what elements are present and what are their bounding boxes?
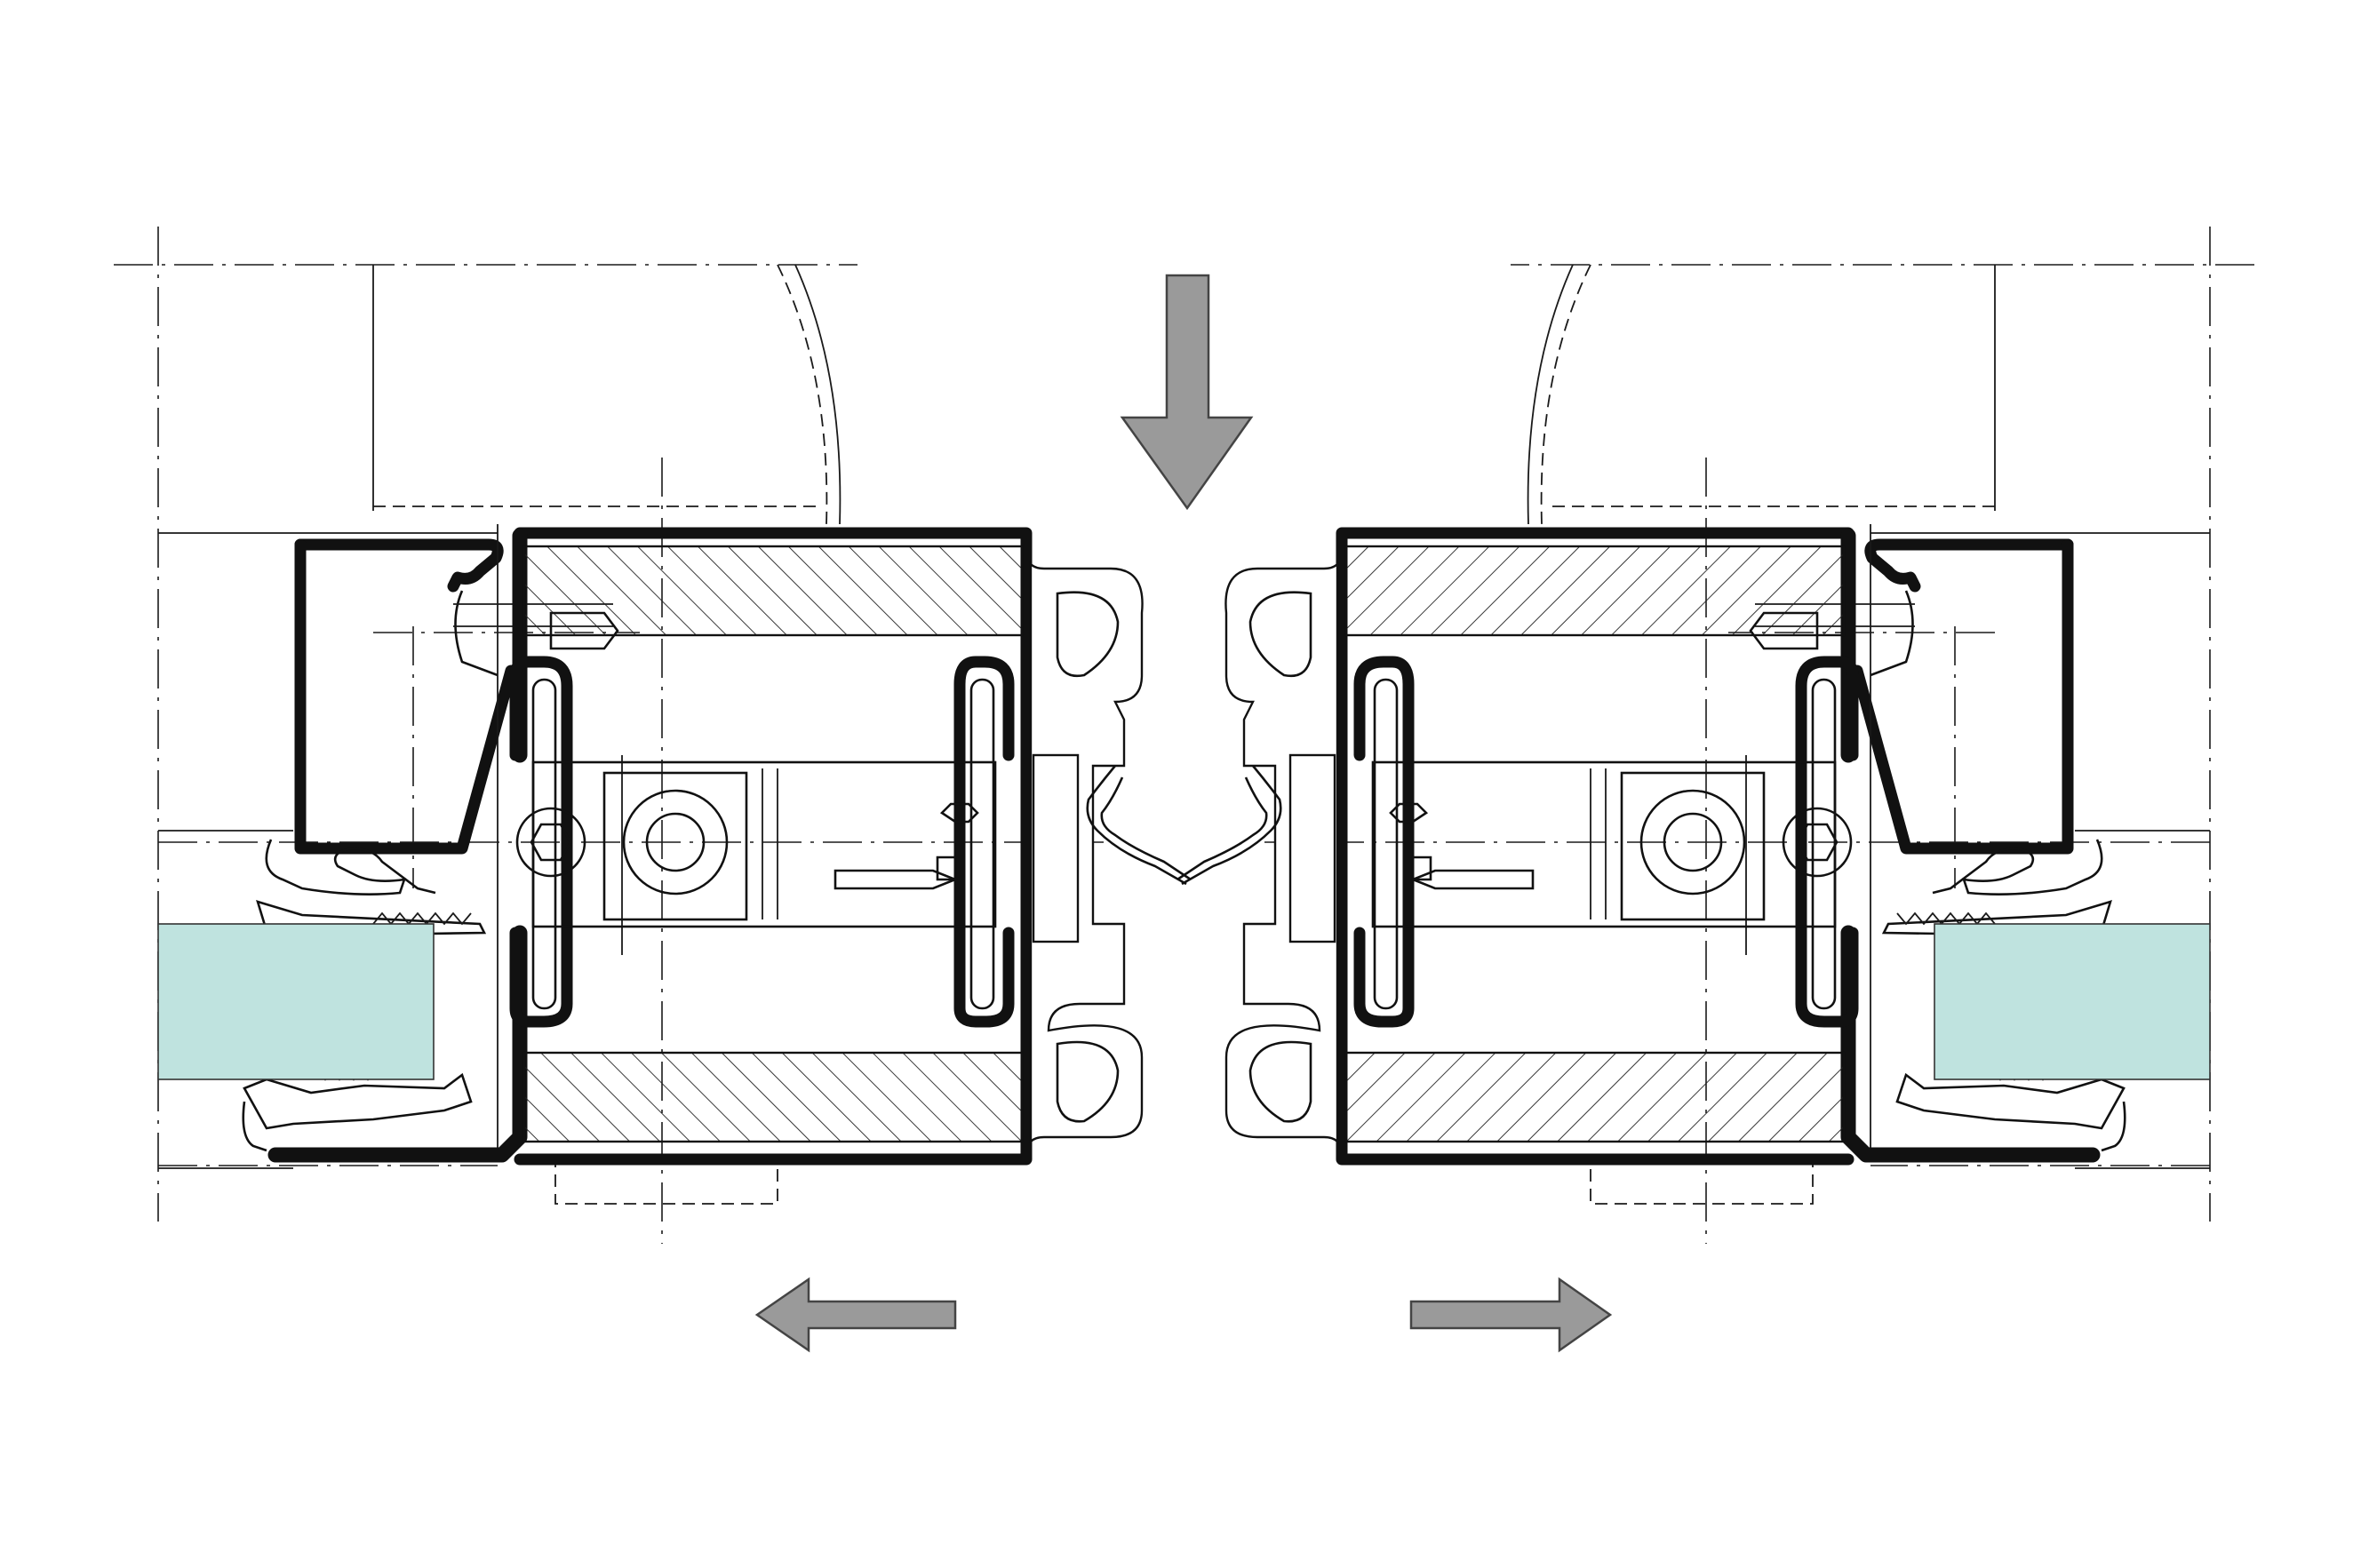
arrow-left-icon	[754, 1277, 957, 1353]
arrow-down-icon	[1120, 274, 1254, 511]
arrow-right-icon	[1409, 1277, 1613, 1353]
left-leaf-section	[114, 227, 1191, 1244]
right-leaf-section	[1177, 227, 2254, 1244]
